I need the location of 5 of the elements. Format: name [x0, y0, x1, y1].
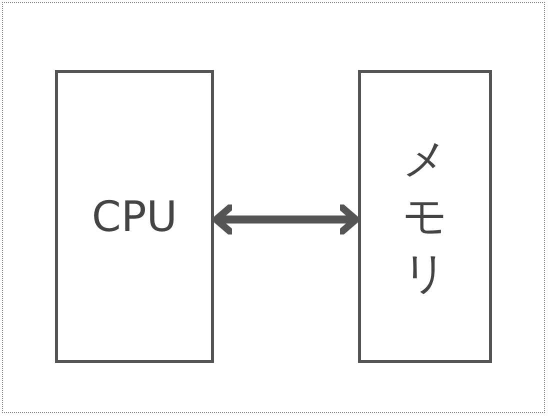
box-label: CPU [92, 196, 178, 238]
box-label: メモリ [401, 132, 448, 302]
double-arrow [212, 204, 360, 235]
process-box [358, 70, 492, 363]
process-box [55, 70, 214, 363]
